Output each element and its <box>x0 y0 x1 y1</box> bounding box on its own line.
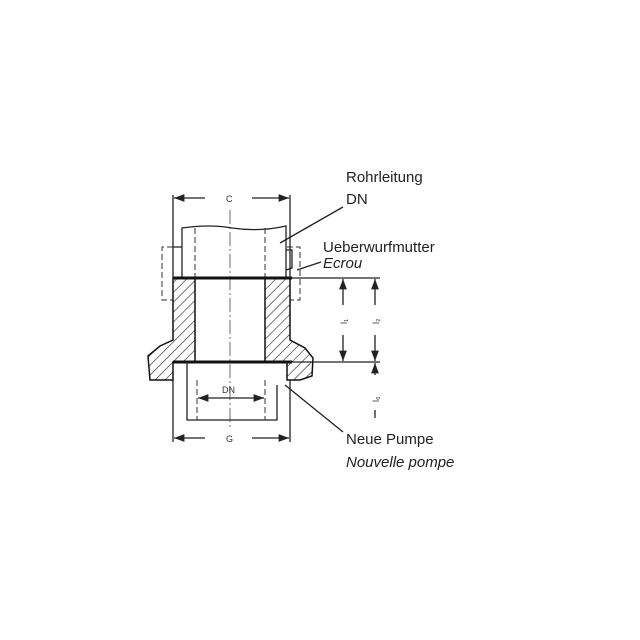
dimension-l1-label: l₁ <box>339 319 349 324</box>
label-new-pump-fr: Nouvelle pompe <box>346 454 454 471</box>
label-pipe: Rohrleitung <box>346 169 423 186</box>
dimension-c-label: C <box>226 194 233 204</box>
dimension-l6: l₆ <box>371 363 381 418</box>
union-nut <box>161 246 301 301</box>
dimension-g: G <box>174 434 289 444</box>
label-pipe-dn: DN <box>346 191 368 208</box>
dimension-dn-label: DN <box>222 385 235 395</box>
hatched-fitting <box>147 276 314 381</box>
leader-pipe <box>279 206 344 244</box>
dimension-g-label: G <box>226 434 233 444</box>
dimension-dn: DN <box>198 385 264 402</box>
label-new-pump: Neue Pumpe <box>346 431 434 448</box>
label-union-nut: Ueberwurfmutter <box>323 239 435 256</box>
label-union-nut-fr: Ecrou <box>323 255 363 272</box>
dimension-c: C <box>174 194 289 204</box>
dimension-l6-label: l₆ <box>371 396 381 402</box>
dimension-l2: l₂ <box>371 279 381 361</box>
extension-lines <box>172 195 380 442</box>
pump-stub <box>186 362 278 421</box>
dimension-l1: l₁ <box>339 279 349 361</box>
leader-nut <box>296 261 322 271</box>
leader-pump <box>284 384 344 433</box>
dimension-l2-label: l₂ <box>371 318 381 324</box>
